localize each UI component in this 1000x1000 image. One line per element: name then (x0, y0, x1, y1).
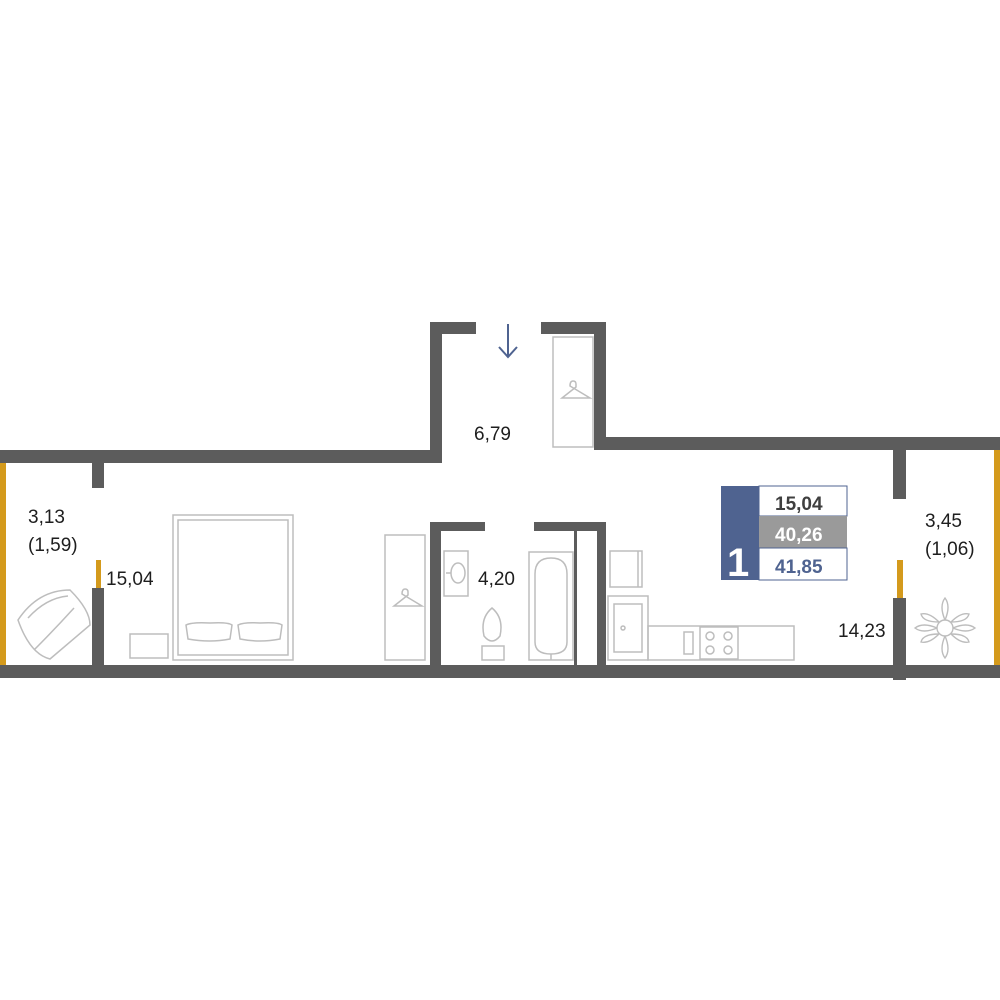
sink-icon (443, 550, 469, 597)
bed-icon (172, 514, 294, 661)
wardrobe-corridor (552, 336, 594, 448)
wall-partition-right-top (893, 450, 906, 499)
plant-icon (913, 596, 977, 660)
nightstand (129, 633, 169, 659)
badge-total-area: 40,26 (775, 525, 823, 546)
badge-rooms-block (721, 486, 759, 580)
window-kitchen (897, 560, 903, 598)
stove-icon (683, 626, 739, 660)
armchair-icon (17, 589, 91, 660)
wall-bath-top-left (430, 522, 485, 531)
toilet-icon (481, 607, 505, 661)
wall-entrance-right (541, 322, 606, 334)
hanger-icon (391, 588, 425, 607)
badge-rooms-count: 1 (727, 541, 749, 585)
wall-bath-top-right (534, 522, 606, 531)
kitchen-sink (607, 595, 649, 661)
wall-top-left (0, 450, 442, 463)
fridge-icon (609, 550, 643, 588)
bathtub-icon (528, 551, 574, 661)
window-balcony-right (994, 450, 1000, 665)
windows (0, 450, 1000, 665)
badge-row-total (759, 516, 847, 548)
window-balcony-left (0, 463, 6, 665)
balcony-left-reduced-label: (1,59) (28, 535, 78, 556)
kitchen-area-label: 14,23 (838, 621, 886, 642)
walls (0, 322, 1000, 680)
window-bedroom (96, 560, 101, 588)
wall-bath-kitchen (597, 522, 606, 678)
badge-living-area: 15,04 (775, 494, 823, 515)
wall-bath-inner (574, 531, 577, 665)
bedroom-area-label: 15,04 (106, 569, 154, 590)
wall-corridor-right (594, 322, 606, 450)
kitchen-counter (647, 625, 795, 661)
bathroom-area-label: 4,20 (478, 569, 515, 590)
badge-total-with-balconies: 41,85 (775, 557, 823, 578)
wall-partition-right-bottom (893, 598, 906, 680)
balcony-left-area-label: 3,13 (28, 507, 65, 528)
badge-row-with-balconies (758, 547, 848, 581)
hanger-icon (559, 380, 593, 399)
wardrobe-bedroom (384, 534, 426, 661)
wall-corridor-left (430, 322, 442, 463)
corridor-area-label: 6,79 (474, 424, 511, 445)
wall-bedroom-bath (430, 522, 441, 678)
wall-partition-left-top (92, 462, 104, 488)
balcony-right-reduced-label: (1,06) (925, 539, 975, 560)
summary-badge: 1 15,04 40,26 41,85 (721, 485, 848, 585)
wall-top-right (594, 437, 1000, 450)
wall-partition-left-bottom (92, 588, 104, 678)
balcony-right-area-label: 3,45 (925, 511, 962, 532)
entrance-arrow-icon (498, 324, 518, 359)
wall-bottom (0, 665, 1000, 678)
